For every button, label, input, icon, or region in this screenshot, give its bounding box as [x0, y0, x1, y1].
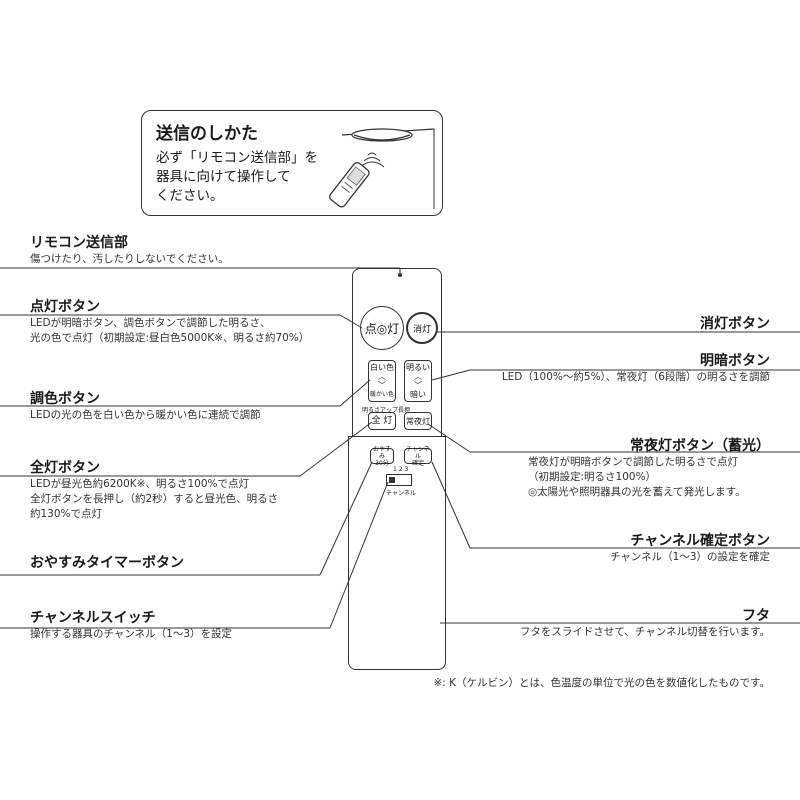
channel-switch[interactable] — [386, 474, 412, 486]
off-button[interactable]: 消灯 — [406, 312, 438, 344]
label-timer-button: おやすみタイマーボタン — [30, 555, 184, 571]
down-arrow-icon: ﹀ — [414, 381, 422, 390]
label-transmitter: リモコン送信部 傷つけたり、汚したりしないでください。 — [30, 235, 229, 265]
label-brightness-button: 明暗ボタン LED（100%〜約5%）、常夜灯（6段階）の明るさを調節 — [501, 353, 770, 383]
full-button[interactable]: 全 灯 — [368, 412, 396, 430]
instructions-title: 送信のしかた — [156, 124, 258, 144]
label-off-button: 消灯ボタン — [700, 316, 770, 332]
night-light-button[interactable]: 常夜灯 — [404, 412, 432, 430]
color-button[interactable]: 白い色 ︿ ﹀ 暖かい色 — [368, 360, 396, 402]
down-arrow-icon: ﹀ — [378, 381, 386, 390]
on-button[interactable]: 点◎灯 — [360, 306, 404, 350]
up-arrow-icon: ︿ — [378, 372, 386, 381]
remote-cover[interactable] — [348, 436, 446, 670]
label-cover: フタ フタをスライドさせて、チャンネル切替を行います。 — [519, 608, 770, 638]
label-night-light-button: 常夜灯ボタン（蓄光） 常夜灯が明暗ボタンで調節した明るさで点灯 （初期設定:明る… — [528, 438, 770, 498]
up-arrow-icon: ︿ — [414, 372, 422, 381]
brightness-button[interactable]: 明るい ︿ ﹀ 暗い — [404, 360, 432, 402]
channel-confirm-button[interactable]: チャンネル 確定 — [404, 446, 432, 467]
label-channel-confirm: チャンネル確定ボタン チャンネル（1〜3）の設定を確定 — [609, 533, 770, 563]
channel-caption: チャンネル — [386, 490, 416, 497]
channel-numbers: 1 2 3 — [393, 466, 409, 473]
remote-pointing-illustration — [329, 128, 435, 209]
full-button-caption: 明るさアップ長押 — [362, 407, 411, 414]
label-full-button: 全灯ボタン LEDが昼光色約6200K※、明るさ100%で点灯 全灯ボタンを長押… — [30, 460, 279, 520]
instructions-text: 必ず「リモコン送信部」を 器具に向けて操作して ください。 — [156, 150, 318, 204]
label-channel-switch: チャンネルスイッチ 操作する器具のチャンネル（1〜3）を設定 — [30, 610, 233, 640]
label-on-button: 点灯ボタン LEDが明暗ボタン、調色ボタンで調節した明るさ、 光の色で点灯（初期… — [30, 299, 310, 344]
footnote: ※: K（ケルビン）とは、色温度の単位で光の色を数値化したものです。 — [433, 677, 770, 689]
timer-button[interactable]: おやすみ 30分 — [370, 446, 394, 467]
label-color-button: 調色ボタン LEDの光の色を白い色から暖かい色に連続で調節 — [30, 391, 261, 421]
channel-switch-knob[interactable] — [389, 477, 395, 483]
transmit-instructions-box: 送信のしかた 必ず「リモコン送信部」を 器具に向けて操作して ください。 — [141, 110, 443, 216]
